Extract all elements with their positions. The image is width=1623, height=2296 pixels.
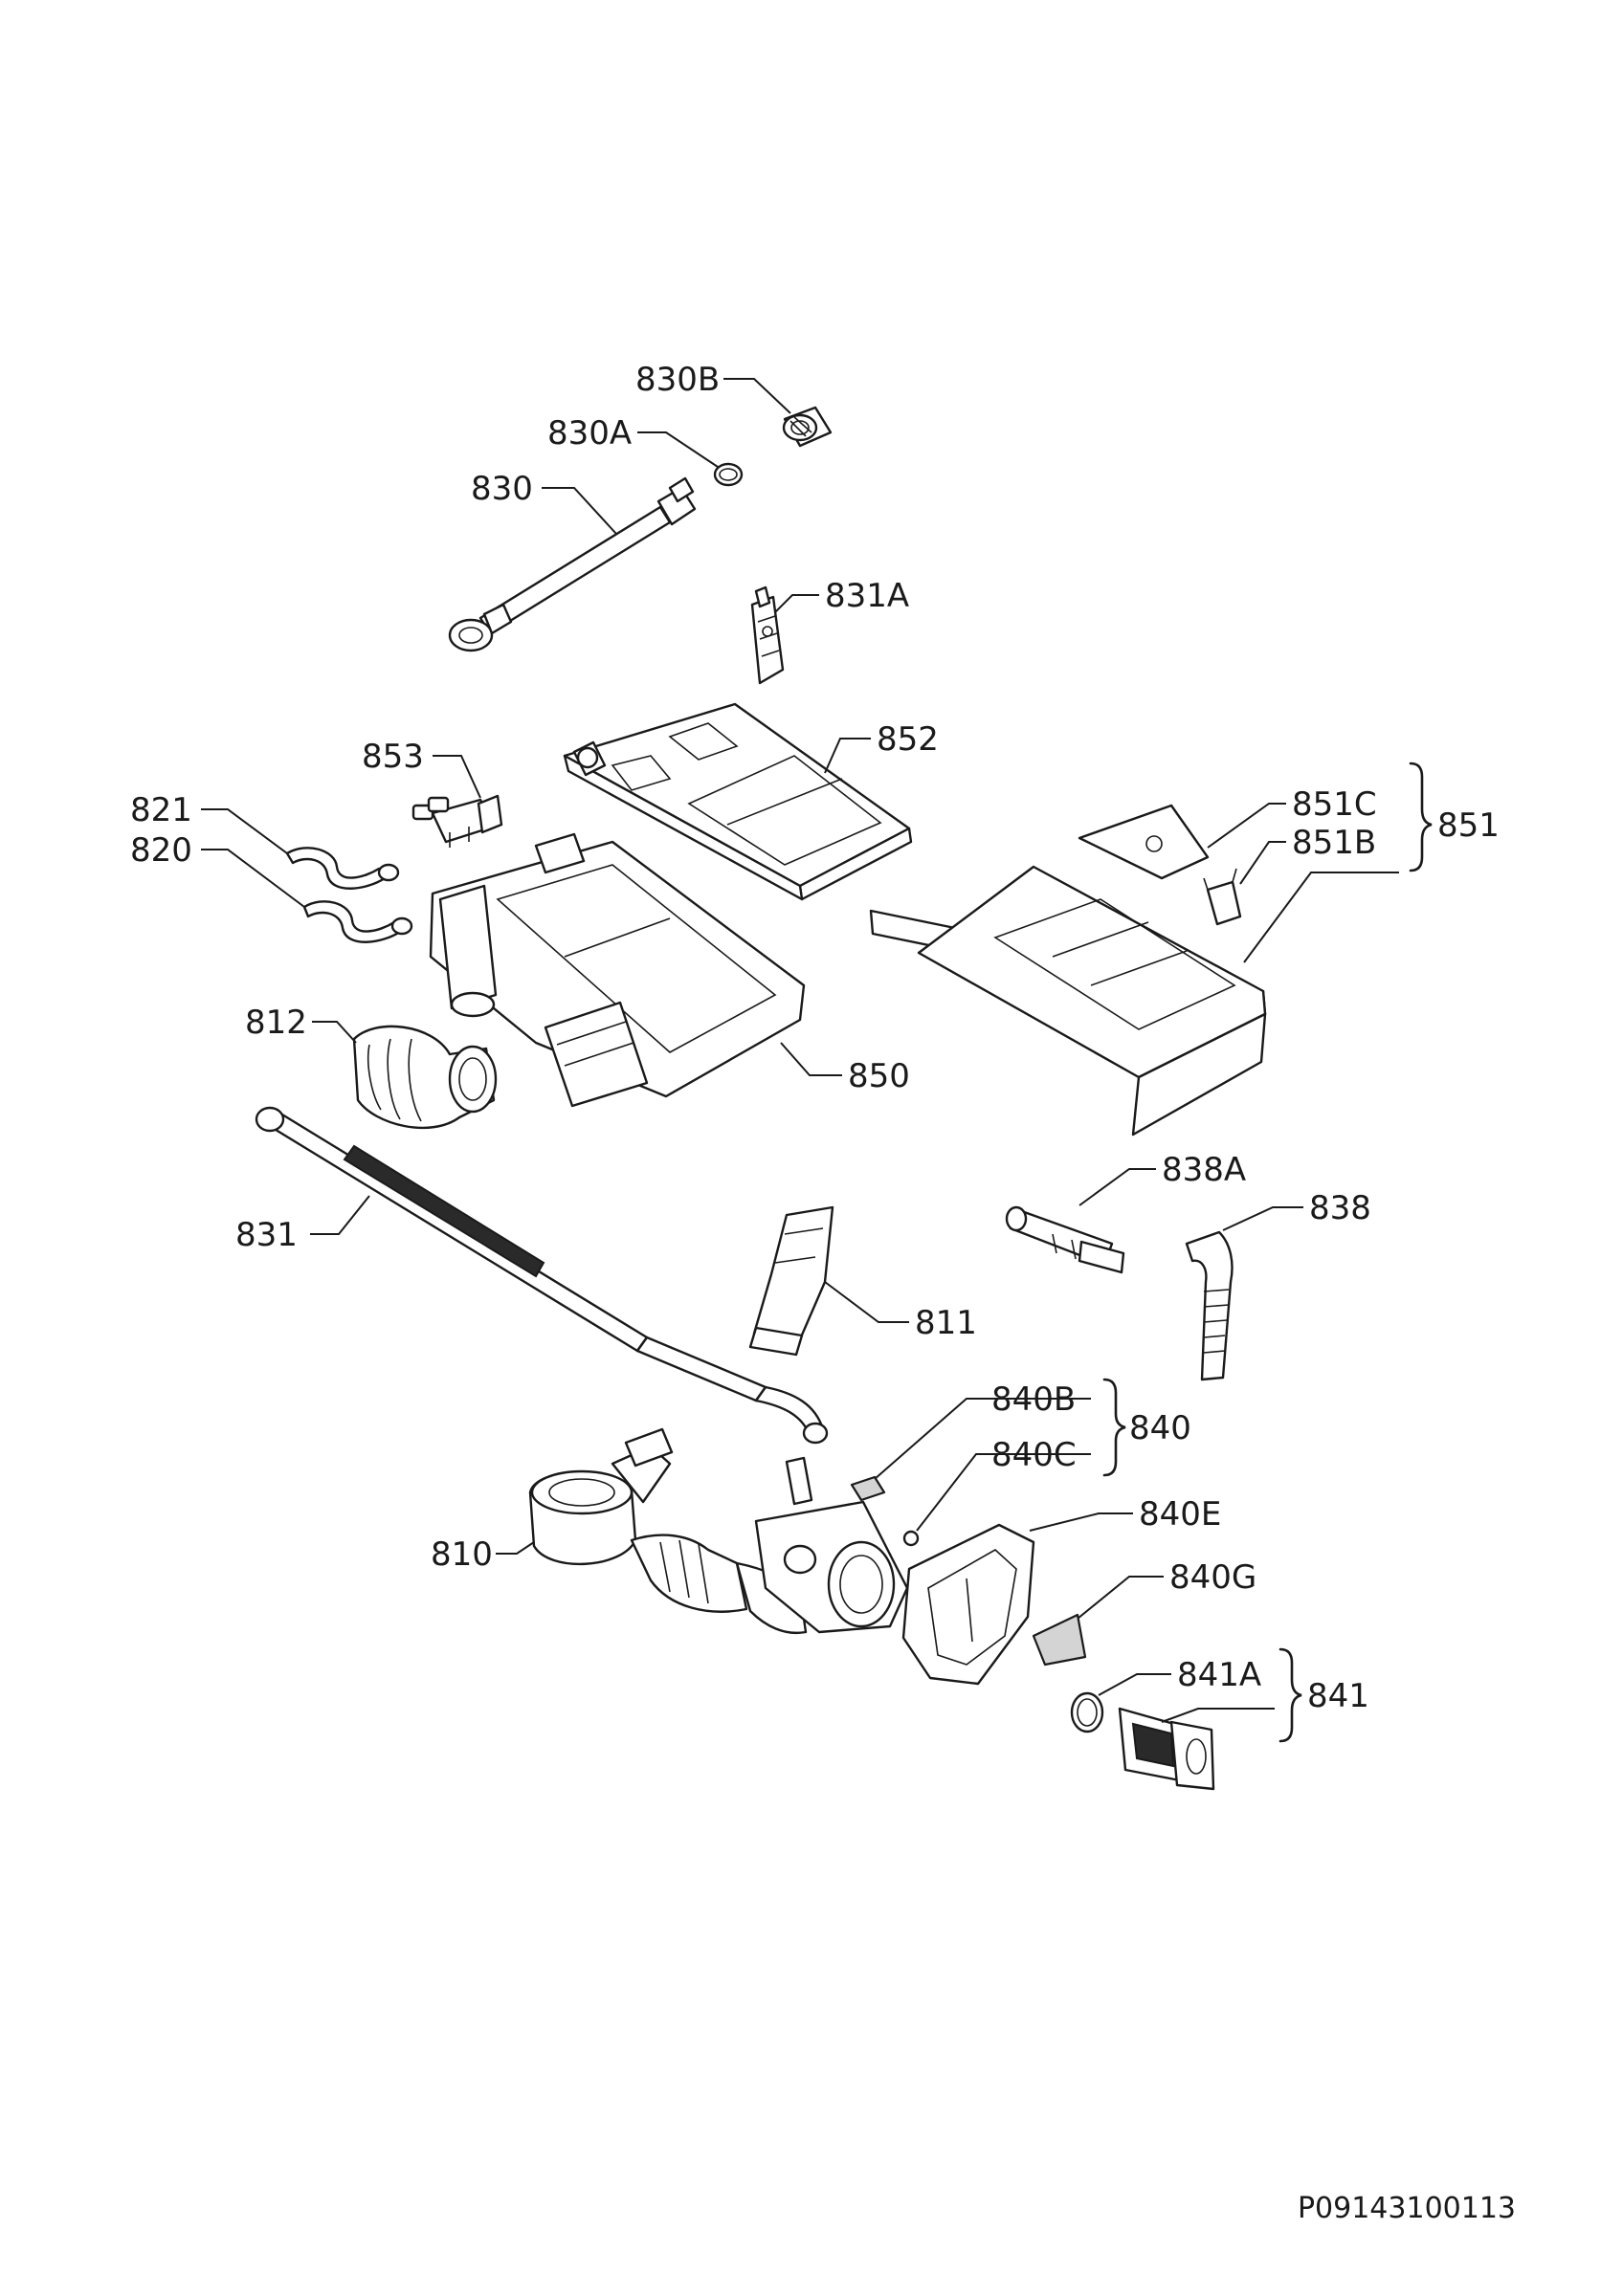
part-830 (448, 476, 697, 652)
label-830B: 830B (635, 361, 720, 399)
label-831A: 831A (825, 577, 909, 615)
label-840G: 840G (1169, 1558, 1256, 1597)
leader-851-line (1243, 872, 1399, 963)
leader-853 (433, 755, 481, 799)
label-851B: 851B (1292, 824, 1376, 862)
part-841A (1070, 1691, 1104, 1733)
drawing-code: P09143100113 (1298, 2192, 1516, 2225)
part-820 (302, 900, 413, 943)
leader-841A (1098, 1673, 1171, 1696)
label-821: 821 (130, 791, 192, 829)
label-851C: 851C (1292, 785, 1377, 824)
label-840C: 840C (991, 1436, 1077, 1474)
part-851B (1203, 868, 1242, 926)
part-851 (869, 865, 1267, 1137)
leader-lines (201, 378, 1399, 1723)
part-812 (352, 1025, 498, 1130)
leader-830A (637, 431, 719, 468)
leader-811 (824, 1281, 909, 1323)
label-841A: 841A (1177, 1656, 1261, 1694)
label-853: 853 (362, 738, 424, 776)
part-840 (754, 1456, 909, 1634)
part-labels: 830B 830A 830 831A 853 852 851C 851B 851… (130, 361, 1500, 1715)
leader-838 (1222, 1206, 1303, 1231)
label-830: 830 (471, 470, 533, 508)
leader-821 (201, 808, 288, 854)
leader-850 (780, 1042, 842, 1076)
part-830A (713, 462, 744, 487)
label-830A: 830A (547, 414, 632, 453)
part-840B (850, 1475, 886, 1502)
label-838A: 838A (1162, 1151, 1246, 1189)
brace-851 (1409, 762, 1433, 872)
leader-838A (1078, 1168, 1156, 1206)
part-831 (255, 1106, 829, 1445)
part-852 (563, 702, 913, 901)
part-851C (1078, 804, 1210, 880)
part-840E (901, 1523, 1035, 1686)
leader-851B (1239, 841, 1286, 885)
leader-840B (874, 1398, 1091, 1480)
leader-830 (542, 487, 617, 535)
label-840E: 840E (1139, 1495, 1221, 1534)
leader-820 (201, 849, 305, 908)
label-831: 831 (235, 1216, 298, 1254)
leader-831A (774, 594, 819, 613)
leader-830B (723, 378, 791, 414)
label-851: 851 (1437, 806, 1500, 845)
leader-810 (496, 1541, 535, 1555)
part-841 (1118, 1707, 1215, 1791)
label-820: 820 (130, 831, 192, 870)
part-810 (528, 1427, 808, 1635)
label-840: 840 (1129, 1409, 1191, 1447)
part-830B (782, 406, 833, 448)
part-811 (748, 1205, 834, 1357)
part-831A (750, 585, 785, 685)
part-838 (1185, 1230, 1234, 1381)
label-838: 838 (1309, 1189, 1371, 1227)
leader-831 (310, 1195, 370, 1235)
part-850 (429, 832, 806, 1108)
label-812: 812 (245, 1004, 307, 1042)
brace-840 (1102, 1378, 1126, 1477)
brace-841 (1278, 1647, 1302, 1743)
leader-840G (1077, 1576, 1164, 1620)
part-853 (411, 794, 503, 848)
label-850: 850 (848, 1057, 910, 1095)
leader-852 (824, 738, 871, 774)
part-821 (285, 847, 400, 890)
leader-840C (916, 1453, 1091, 1532)
label-840B: 840B (991, 1380, 1076, 1419)
leader-840E (1029, 1512, 1133, 1532)
leader-812 (312, 1021, 357, 1044)
label-841: 841 (1307, 1677, 1369, 1715)
label-811: 811 (915, 1304, 977, 1342)
label-852: 852 (877, 720, 939, 759)
leader-841-line (1161, 1708, 1275, 1723)
part-838A (1005, 1205, 1125, 1274)
label-810: 810 (431, 1535, 493, 1574)
part-840C (902, 1530, 920, 1547)
leader-851C (1207, 803, 1286, 849)
part-840G (1032, 1613, 1087, 1667)
